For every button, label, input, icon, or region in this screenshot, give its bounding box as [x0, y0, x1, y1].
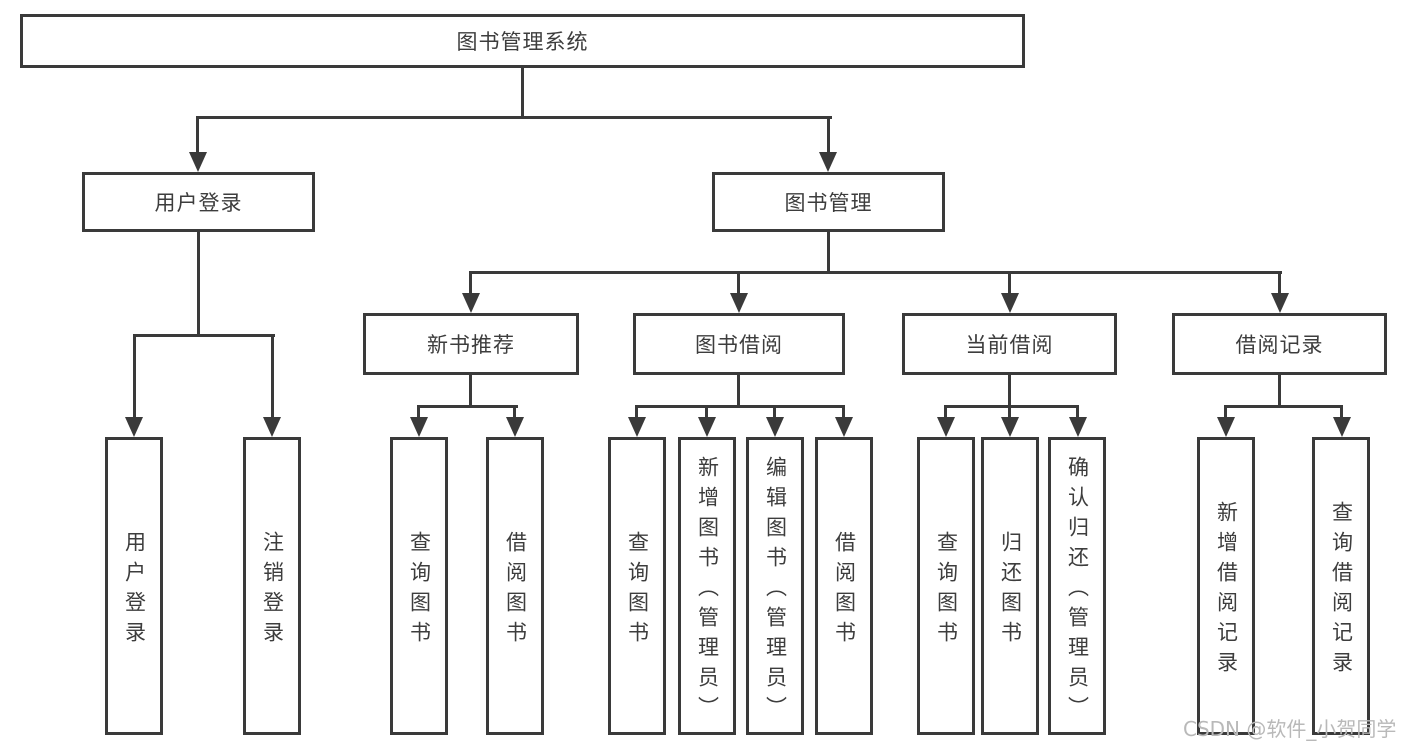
arrowhead-icon: [835, 417, 853, 437]
connector-line: [827, 116, 830, 158]
connector-line: [417, 405, 420, 419]
arrowhead-icon: [766, 417, 784, 437]
connector-line: [1224, 405, 1227, 419]
arrowhead-icon: [1001, 293, 1019, 313]
leaf-label: 查询图书: [625, 530, 650, 651]
arrowhead-icon: [506, 417, 524, 437]
arrowhead-icon: [125, 417, 143, 437]
leaf-label: 归还图书: [998, 530, 1023, 651]
connector-line: [1278, 373, 1281, 408]
connector-line: [469, 271, 1282, 274]
node-user-login: 用户登录: [82, 172, 315, 232]
node-library-system: 图书管理系统: [20, 14, 1025, 68]
arrowhead-icon: [410, 417, 428, 437]
connector-line: [635, 405, 638, 419]
leaf-label: 注销登录: [260, 530, 285, 651]
leaf-borrowing-edit-books-admin: 编辑图书（管理员）: [746, 437, 804, 735]
connector-line: [196, 116, 199, 158]
leaf-records-query-record: 查询借阅记录: [1312, 437, 1370, 735]
node-book-borrowing: 图书借阅: [633, 313, 845, 375]
connector-line: [705, 405, 708, 419]
arrowhead-icon: [1001, 417, 1019, 437]
connector-line: [1224, 405, 1343, 408]
connector-line: [469, 373, 472, 408]
connector-line: [271, 334, 274, 419]
leaf-records-add-record: 新增借阅记录: [1197, 437, 1255, 735]
connector-line: [944, 405, 947, 419]
node-borrowing-records: 借阅记录: [1172, 313, 1387, 375]
connector-line: [737, 373, 740, 408]
arrowhead-icon: [1069, 417, 1087, 437]
connector-line: [635, 405, 845, 408]
connector-line: [1340, 405, 1343, 419]
leaf-label: 借阅图书: [503, 530, 528, 651]
connector-line: [133, 334, 275, 337]
leaf-logout: 注销登录: [243, 437, 301, 735]
node-book-management: 图书管理: [712, 172, 945, 232]
leaf-recommend-borrow-books: 借阅图书: [486, 437, 544, 735]
leaf-current-confirm-return-admin: 确认归还（管理员）: [1048, 437, 1106, 735]
leaf-label: 用户登录: [122, 530, 147, 651]
arrowhead-icon: [189, 152, 207, 172]
leaf-user-login: 用户登录: [105, 437, 163, 735]
node-new-book-recommend: 新书推荐: [363, 313, 579, 375]
leaf-label: 查询图书: [934, 530, 959, 651]
arrowhead-icon: [1217, 417, 1235, 437]
connector-line: [773, 405, 776, 419]
connector-line: [827, 230, 830, 274]
arrowhead-icon: [698, 417, 716, 437]
leaf-label: 查询借阅记录: [1329, 500, 1354, 681]
connector-line: [417, 405, 518, 408]
arrowhead-icon: [462, 293, 480, 313]
arrowhead-icon: [730, 293, 748, 313]
leaf-label: 新增图书（管理员）: [695, 455, 720, 726]
connector-line: [469, 271, 472, 295]
connector-line: [197, 230, 200, 336]
connector-line: [842, 405, 845, 419]
arrowhead-icon: [937, 417, 955, 437]
leaf-recommend-query-books: 查询图书: [390, 437, 448, 735]
connector-line: [196, 116, 832, 119]
arrowhead-icon: [1333, 417, 1351, 437]
leaf-label: 查询图书: [407, 530, 432, 651]
leaf-borrowing-borrow-books: 借阅图书: [815, 437, 873, 735]
connector-line: [513, 405, 516, 419]
leaf-borrowing-add-books-admin: 新增图书（管理员）: [678, 437, 736, 735]
connector-line: [1008, 271, 1011, 295]
arrowhead-icon: [628, 417, 646, 437]
leaf-label: 编辑图书（管理员）: [763, 455, 788, 726]
connector-line: [521, 66, 524, 118]
node-current-borrowing: 当前借阅: [902, 313, 1117, 375]
leaf-borrowing-query-books: 查询图书: [608, 437, 666, 735]
connector-line: [133, 334, 136, 419]
leaf-current-query-books: 查询图书: [917, 437, 975, 735]
connector-line: [1008, 405, 1011, 419]
connector-line: [1076, 405, 1079, 419]
leaf-label: 确认归还（管理员）: [1065, 455, 1090, 726]
connector-line: [944, 405, 1079, 408]
leaf-label: 借阅图书: [832, 530, 857, 651]
connector-line: [1278, 271, 1281, 295]
connector-line: [1008, 373, 1011, 408]
leaf-label: 新增借阅记录: [1214, 500, 1239, 681]
arrowhead-icon: [263, 417, 281, 437]
leaf-current-return-books: 归还图书: [981, 437, 1039, 735]
connector-line: [737, 271, 740, 295]
csdn-watermark: CSDN @软件_小贺同学: [1183, 717, 1397, 741]
arrowhead-icon: [1271, 293, 1289, 313]
arrowhead-icon: [819, 152, 837, 172]
